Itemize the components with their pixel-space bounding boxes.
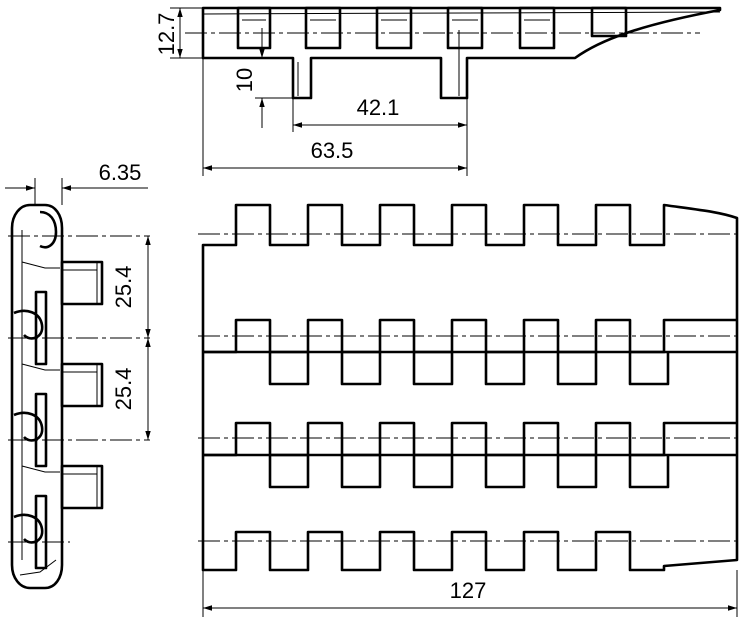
front-view-teeth [203,318,737,489]
front-view-outline [201,203,739,572]
dim-top-width-label: 63.5 [311,138,354,163]
side-view: 6.35 25.4 25.4 [5,160,151,590]
dim-pin-length-label: 10 [232,68,257,92]
dim-pin-spacing-label: 42.1 [357,95,400,120]
dim-pitch-lower-label: 25.4 [111,368,136,411]
top-view-outline [201,6,722,100]
dim-height-label: 12.7 [154,13,179,56]
side-view-outline [10,203,64,590]
front-view: 127 [198,203,740,617]
top-view-slots [236,6,628,50]
top-view: 12.7 10 42.1 63.5 [154,6,722,176]
side-view-pins [60,260,104,510]
dim-pitch-upper-label: 25.4 [111,266,136,309]
dim-pitch-side-label: 6.35 [99,160,142,185]
dim-total-width-label: 127 [450,578,487,603]
